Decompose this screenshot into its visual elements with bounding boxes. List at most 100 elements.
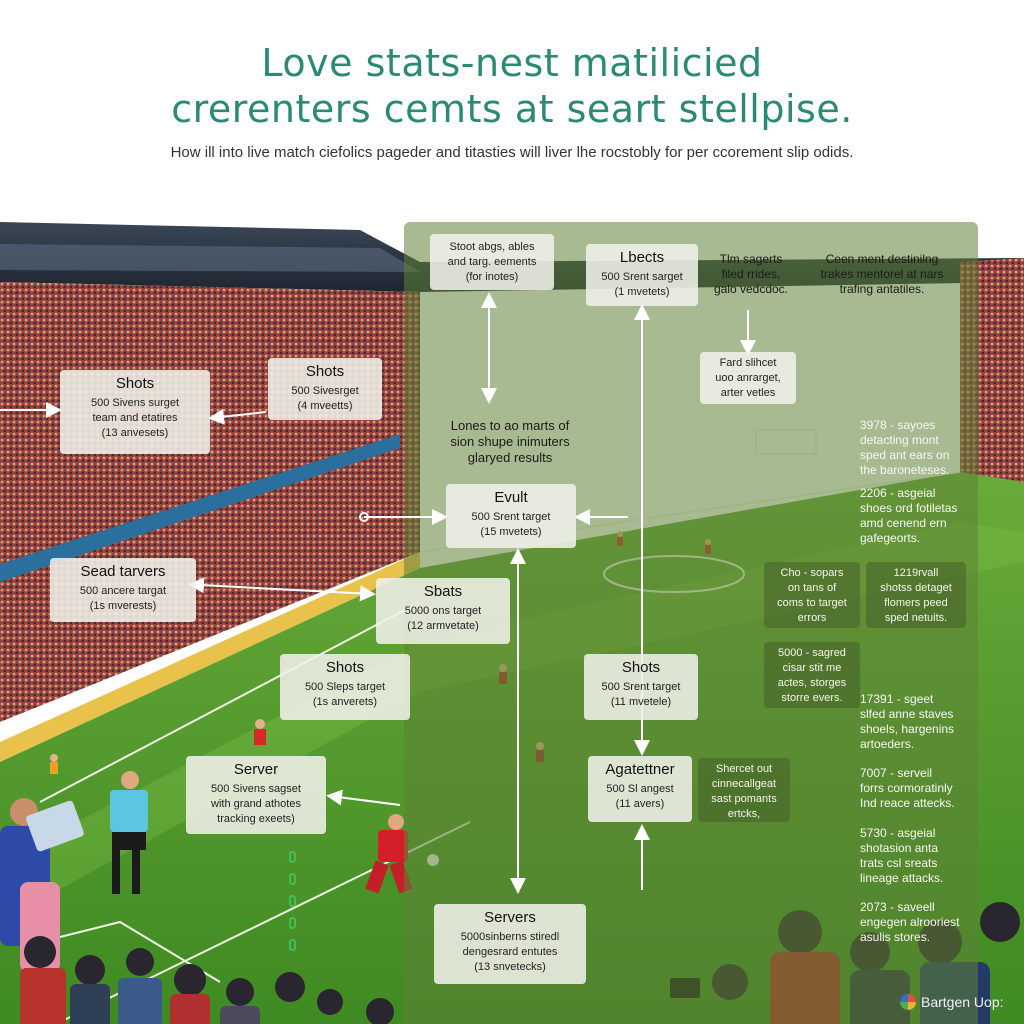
cho-line-4: errors — [797, 612, 827, 624]
ceen-line-1: Ceen ment destinilng — [825, 252, 939, 266]
cho-line-1: Cho - sopars — [780, 567, 844, 579]
stat-7007-note: 7007 - serveil forrs cormoratinly Ind re… — [860, 766, 974, 811]
shots-center-line-2: (1s anverets) — [312, 696, 378, 708]
s1219-line-4: sped netuits. — [884, 612, 948, 624]
sbats-line-2: (12 armvetate) — [407, 620, 479, 632]
cho-line-3: coms to target — [777, 597, 847, 609]
lones-line-2: sion shupe inimuters — [450, 434, 570, 449]
stat-3978-line-3: sped ant ears on — [860, 448, 950, 462]
s5000-line-3: actes, storges — [777, 677, 847, 689]
tim-line-1: Tlm sagerts — [719, 252, 783, 266]
shots-left-line-1: 500 Sivens surget — [90, 397, 180, 409]
stat-2206-line-4: gafegeorts. — [860, 531, 921, 545]
ceen-line-2: trakes mentorel at nars — [820, 267, 944, 281]
evult-title: Evult — [494, 489, 528, 506]
server-line-3: tracking exeets) — [217, 813, 295, 825]
server-box: Server 500 Sivens sagset with grand atho… — [186, 756, 326, 834]
cho-line-2: on tans of — [787, 582, 837, 594]
stat-17391-note: 17391 - sgeet slfed anne staves shoels, … — [860, 692, 974, 752]
ceen-ment-note: Ceen ment destinilng trakes mentorel at … — [800, 252, 964, 297]
fard-box: Fard slihcet uoo anrarget, arter vetles — [700, 352, 796, 404]
sbats-title: Sbats — [423, 583, 463, 600]
s5000-line-4: storre evers. — [781, 692, 843, 704]
s5000-line-1: 5000 - sagred — [778, 647, 846, 659]
stat-2206-line-2: shoes ord fotiletas — [860, 501, 958, 515]
shots-right-line-1: 500 Srent target — [601, 681, 681, 693]
evult-line-1: 500 Srent target — [471, 511, 551, 523]
stat-17391-line-1: 17391 - sgeet — [860, 692, 934, 706]
stat-5730-line-1: 5730 - asgeial — [860, 826, 936, 840]
stat-3978-line-1: 3978 - sayoes — [860, 418, 936, 432]
shots-mid-line-1: 500 Sivesrget — [291, 385, 359, 397]
agatettner-box: Agatettner 500 Sl angest (11 avers) — [588, 756, 692, 822]
stat-17391-line-3: shoels, hargenins — [860, 722, 955, 736]
stat-2206-line-1: 2206 - asgeial — [860, 486, 936, 500]
shots-left-box: Shots 500 Sivens surget team and etatire… — [60, 370, 210, 454]
top-note-line-1: Stoot abgs, ables — [449, 241, 535, 253]
shots-left-line-3: (13 anvesets) — [101, 427, 169, 439]
shots-center-box: Shots 500 Sleps target (1s anverets) — [280, 654, 410, 720]
shercet-line-3: sast pomants — [711, 793, 777, 805]
servers-line-3: (13 snvetecks) — [474, 961, 546, 973]
shots-right-line-2: (11 mvetele) — [610, 696, 672, 708]
stat-7007-line-1: 7007 - serveil — [860, 766, 933, 780]
lbects-box: Lbects 500 Srent sarget (1 mvetets) — [586, 244, 698, 306]
servers-title: Servers — [484, 909, 536, 926]
lbects-line-2: (1 mvetets) — [614, 286, 670, 298]
stat-5730-note: 5730 - asgeial shotasion anta trats csl … — [860, 826, 974, 886]
lones-line-3: glaryed results — [467, 450, 553, 465]
stat-7007-line-2: forrs cormoratinly — [860, 781, 953, 795]
stat-2073-note: 2073 - saveell engegen alrooriest asulis… — [860, 900, 974, 945]
evult-line-2: (15 mvetets) — [480, 526, 542, 538]
top-note-line-2: and targ. eements — [447, 256, 537, 268]
sead-title: Sead tarvers — [80, 563, 166, 580]
shots-mid-box: Shots 500 Sivesrget (4 mveetts) — [268, 358, 382, 420]
cho-box: Cho - sopars on tans of coms to target e… — [764, 562, 860, 628]
header: Love stats-nest matilicied crerenters ce… — [0, 0, 1024, 222]
agatettner-line-2: (11 avers) — [615, 798, 665, 810]
page-subtitle: How ill into live match ciefolics pagede… — [170, 144, 854, 161]
sbats-box: Sbats 5000 ons target (12 armvetate) — [376, 578, 510, 644]
shercet-box: Shercet out cinnecallgeat sast pomants e… — [698, 758, 790, 822]
sead-line-2: (1s mverests) — [89, 600, 157, 612]
tim-line-3: galo vedcdoc. — [713, 282, 789, 296]
shots-mid-title: Shots — [305, 363, 345, 380]
lbects-title: Lbects — [619, 249, 665, 266]
sbats-line-1: 5000 ons target — [404, 605, 482, 617]
stat-3978-line-2: detacting mont — [860, 433, 939, 447]
s5000-box: 5000 - sagred cisar stit me actes, storg… — [764, 642, 860, 708]
shercet-line-4: ertcks, — [727, 808, 761, 820]
sead-line-1: 500 ancere targat — [79, 585, 167, 597]
ceen-line-3: trafing antatiles. — [839, 282, 925, 296]
shots-left-title: Shots — [115, 375, 155, 392]
server-title: Server — [233, 761, 279, 778]
shots-center-title: Shots — [325, 659, 365, 676]
servers-line-2: dengesrard entutes — [462, 946, 558, 958]
lones-line-1: Lones to ao marts of — [450, 418, 570, 433]
lbects-line-1: 500 Srent sarget — [601, 271, 683, 283]
servers-box: Servers 5000sinberns stiredl dengesrard … — [434, 904, 586, 984]
s1219-line-1: 1219rvall — [893, 567, 939, 579]
fard-line-3: arter vetles — [720, 387, 776, 399]
top-left-note-box: Stoot abgs, ables and targ. eements (for… — [430, 234, 554, 290]
agatettner-line-1: 500 Sl angest — [606, 783, 674, 795]
brand-logo: Bartgen Uop: — [900, 994, 1004, 1010]
stat-3978-note: 3978 - sayoes detacting mont sped ant ea… — [860, 418, 972, 478]
brand-logo-icon — [900, 994, 916, 1010]
shots-right-title: Shots — [621, 659, 661, 676]
sead-tarvers-box: Sead tarvers 500 ancere targat (1s mvere… — [50, 558, 196, 622]
server-line-1: 500 Sivens sagset — [211, 783, 301, 795]
stat-7007-line-3: Ind reace attecks. — [860, 796, 955, 810]
s5000-line-2: cisar stit me — [782, 662, 842, 674]
s1219-box: 1219rvall shotss detaget flomers peed sp… — [866, 562, 966, 628]
stat-5730-line-4: lineage attacks. — [860, 871, 944, 885]
fard-line-1: Fard slihcet — [719, 357, 777, 369]
evult-box: Evult 500 Srent target (15 mvetets) — [446, 484, 576, 548]
stat-2206-note: 2206 - asgeial shoes ord fotiletas amd c… — [860, 486, 974, 546]
stat-2206-line-3: amd cenend ern — [860, 516, 947, 530]
stat-17391-line-2: slfed anne staves — [860, 707, 954, 721]
stat-3978-line-4: the baroneteses. — [860, 463, 950, 477]
lones-note: Lones to ao marts of sion shupe inimuter… — [430, 418, 590, 466]
shots-right-box: Shots 500 Srent target (11 mvetele) — [584, 654, 698, 720]
stat-17391-line-4: artoeders. — [860, 737, 915, 751]
